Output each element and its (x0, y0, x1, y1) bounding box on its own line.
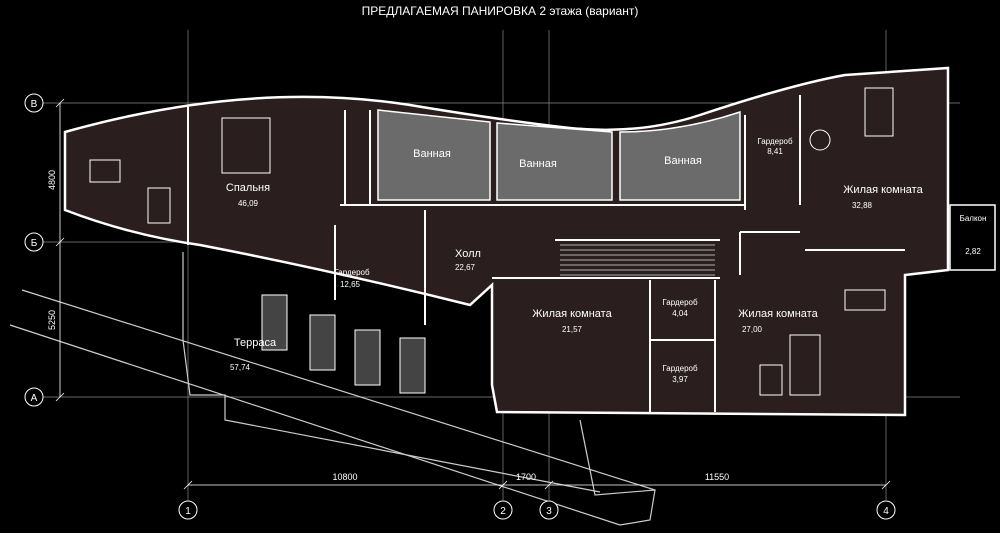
dimension-label: 4800 (47, 170, 57, 190)
col-axis-markers: 1 2 3 4 (178, 500, 896, 520)
room-area: 57,74 (230, 363, 251, 372)
plan-title: ПРЕДЛАГАЕМАЯ ПАНИРОВКА 2 этажа (вариант) (362, 4, 639, 18)
room-area: 8,41 (767, 147, 783, 156)
bathroom-zones (377, 109, 741, 201)
row-axis-label: А (31, 393, 38, 404)
room-area: 12,65 (340, 280, 361, 289)
room-area: 22,67 (455, 263, 476, 272)
dimension-label: 1700 (516, 472, 536, 482)
room-label: Гардероб (757, 137, 793, 146)
room-label: Гардероб (334, 268, 370, 277)
staircase (560, 244, 715, 276)
room-area: 46,09 (238, 199, 259, 208)
room-area: 27,00 (742, 325, 763, 334)
room-label: Жилая комната (532, 308, 612, 320)
furniture (89, 87, 894, 396)
room-label: Холл (455, 248, 481, 260)
room-label: Гардероб (662, 298, 698, 307)
deck-chairs (261, 294, 426, 394)
room-label: Ванная (664, 155, 702, 167)
room-label: Балкон (960, 214, 987, 223)
col-axis-label: 4 (883, 506, 889, 517)
room-labels: Спальня 46,09 Ванная Ванная Ванная Гарде… (226, 137, 987, 384)
room-label: Ванная (413, 148, 451, 160)
dimension-label: 5250 (47, 310, 57, 330)
row-axis-label: В (31, 99, 38, 110)
room-label: Спальня (226, 182, 270, 194)
room-label: Терраса (234, 337, 277, 349)
building-fill (63, 66, 950, 417)
room-label: Гардероб (662, 364, 698, 373)
room-area: 4,04 (672, 309, 688, 318)
balcony (949, 204, 996, 271)
dimension-label: 11550 (705, 472, 729, 482)
col-axis-label: 2 (500, 506, 506, 517)
room-area: 2,82 (965, 247, 981, 256)
col-axis-label: 1 (185, 506, 191, 517)
terrace-outline (9, 252, 656, 526)
col-axis-label: 3 (546, 506, 552, 517)
room-label: Жилая комната (738, 308, 818, 320)
room-label: Ванная (519, 158, 557, 170)
row-axis-label: Б (31, 238, 38, 249)
room-area: 21,57 (562, 325, 583, 334)
interior-walls (187, 95, 905, 412)
room-label: Жилая комната (843, 184, 923, 196)
dimension-label: 10800 (332, 472, 357, 482)
room-area: 3,97 (672, 375, 688, 384)
room-area: 32,88 (852, 201, 873, 210)
dimension-lines (55, 98, 891, 490)
row-axis-markers: В Б А (24, 93, 44, 407)
